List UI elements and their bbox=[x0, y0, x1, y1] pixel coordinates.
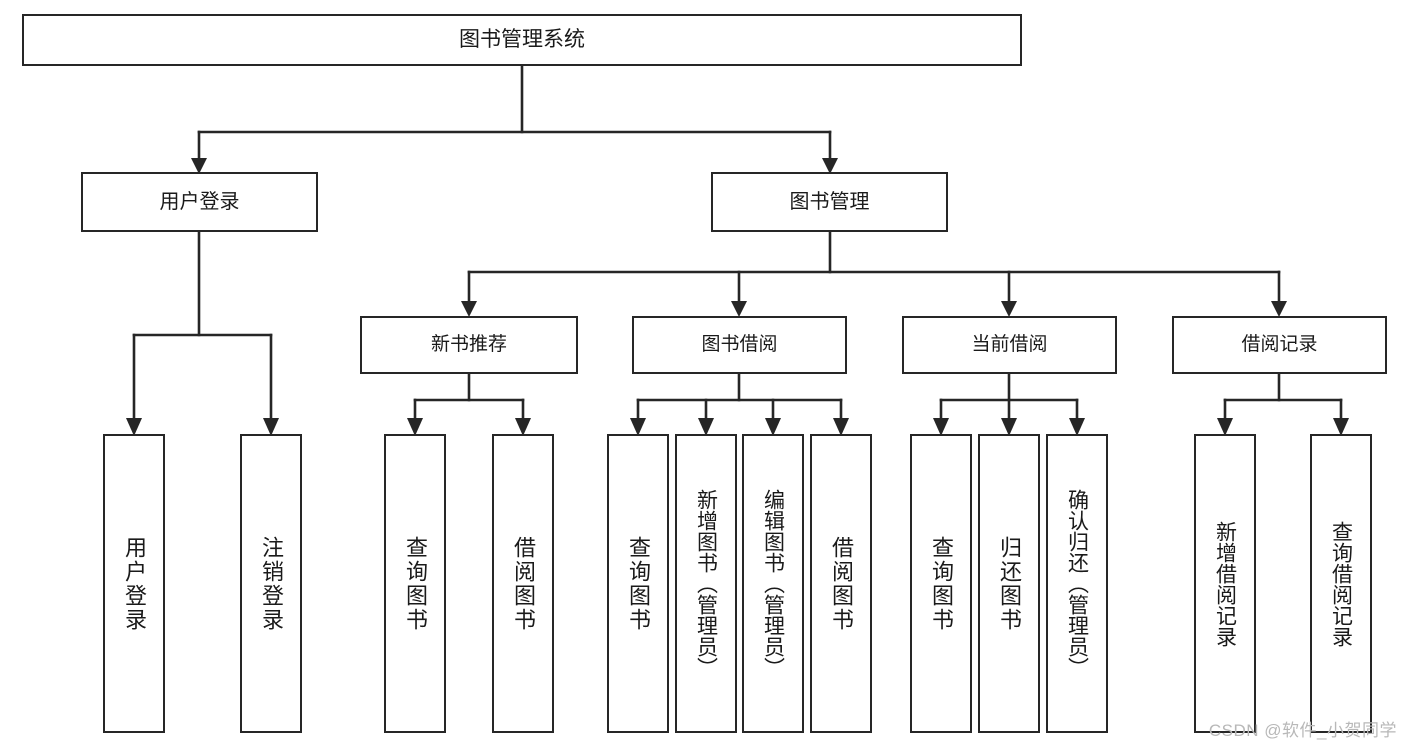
node-leaf-query-book-3[interactable]: 查询图书 bbox=[910, 434, 972, 733]
node-book-manage-label: 图书管理 bbox=[789, 190, 870, 213]
node-leaf-add-book[interactable]: 新增图书（管理员） bbox=[675, 434, 737, 733]
node-leaf-edit-book-label: 编辑图书（管理员） bbox=[761, 489, 785, 678]
node-leaf-query-book-3-label: 查询图书 bbox=[929, 535, 954, 632]
node-leaf-query-book-2[interactable]: 查询图书 bbox=[607, 434, 669, 733]
node-leaf-user-login[interactable]: 用户登录 bbox=[103, 434, 165, 733]
node-current-borrow-label: 当前借阅 bbox=[971, 334, 1048, 356]
node-new-book-recommend-label: 新书推荐 bbox=[430, 334, 507, 356]
node-leaf-edit-book[interactable]: 编辑图书（管理员） bbox=[742, 434, 804, 733]
node-leaf-borrow-book-2[interactable]: 借阅图书 bbox=[810, 434, 872, 733]
node-borrow-record-label: 借阅记录 bbox=[1241, 334, 1318, 356]
node-leaf-query-book-2-label: 查询图书 bbox=[626, 535, 651, 632]
node-leaf-borrow-book-1[interactable]: 借阅图书 bbox=[492, 434, 554, 733]
node-leaf-add-record[interactable]: 新增借阅记录 bbox=[1194, 434, 1256, 733]
node-book-borrow[interactable]: 图书借阅 bbox=[632, 316, 847, 374]
node-leaf-user-logout[interactable]: 注销登录 bbox=[240, 434, 302, 733]
node-leaf-user-logout-label: 注销登录 bbox=[259, 535, 284, 632]
node-leaf-query-record[interactable]: 查询借阅记录 bbox=[1310, 434, 1372, 733]
node-new-book-recommend[interactable]: 新书推荐 bbox=[360, 316, 578, 374]
node-root-label: 图书管理系统 bbox=[459, 28, 585, 52]
node-borrow-record[interactable]: 借阅记录 bbox=[1172, 316, 1387, 374]
node-root[interactable]: 图书管理系统 bbox=[22, 14, 1022, 66]
node-leaf-add-record-label: 新增借阅记录 bbox=[1213, 520, 1237, 647]
csdn-watermark: CSDN @软件_小贺同学 bbox=[1208, 721, 1397, 740]
node-user-login-label: 用户登录 bbox=[159, 190, 240, 213]
node-leaf-query-book-1[interactable]: 查询图书 bbox=[384, 434, 446, 733]
node-leaf-query-book-1-label: 查询图书 bbox=[403, 535, 428, 632]
node-leaf-user-login-label: 用户登录 bbox=[122, 535, 147, 632]
node-leaf-return-book[interactable]: 归还图书 bbox=[978, 434, 1040, 733]
node-leaf-confirm-return-label: 确认归还（管理员） bbox=[1065, 489, 1089, 678]
node-current-borrow[interactable]: 当前借阅 bbox=[902, 316, 1117, 374]
node-leaf-query-record-label: 查询借阅记录 bbox=[1329, 520, 1353, 647]
node-leaf-borrow-book-1-label: 借阅图书 bbox=[511, 535, 536, 632]
node-leaf-confirm-return[interactable]: 确认归还（管理员） bbox=[1046, 434, 1108, 733]
node-leaf-add-book-label: 新增图书（管理员） bbox=[694, 489, 718, 678]
node-user-login[interactable]: 用户登录 bbox=[81, 172, 318, 232]
node-book-borrow-label: 图书借阅 bbox=[701, 334, 778, 356]
node-leaf-return-book-label: 归还图书 bbox=[997, 535, 1022, 632]
node-leaf-borrow-book-2-label: 借阅图书 bbox=[829, 535, 854, 632]
node-book-manage[interactable]: 图书管理 bbox=[711, 172, 948, 232]
